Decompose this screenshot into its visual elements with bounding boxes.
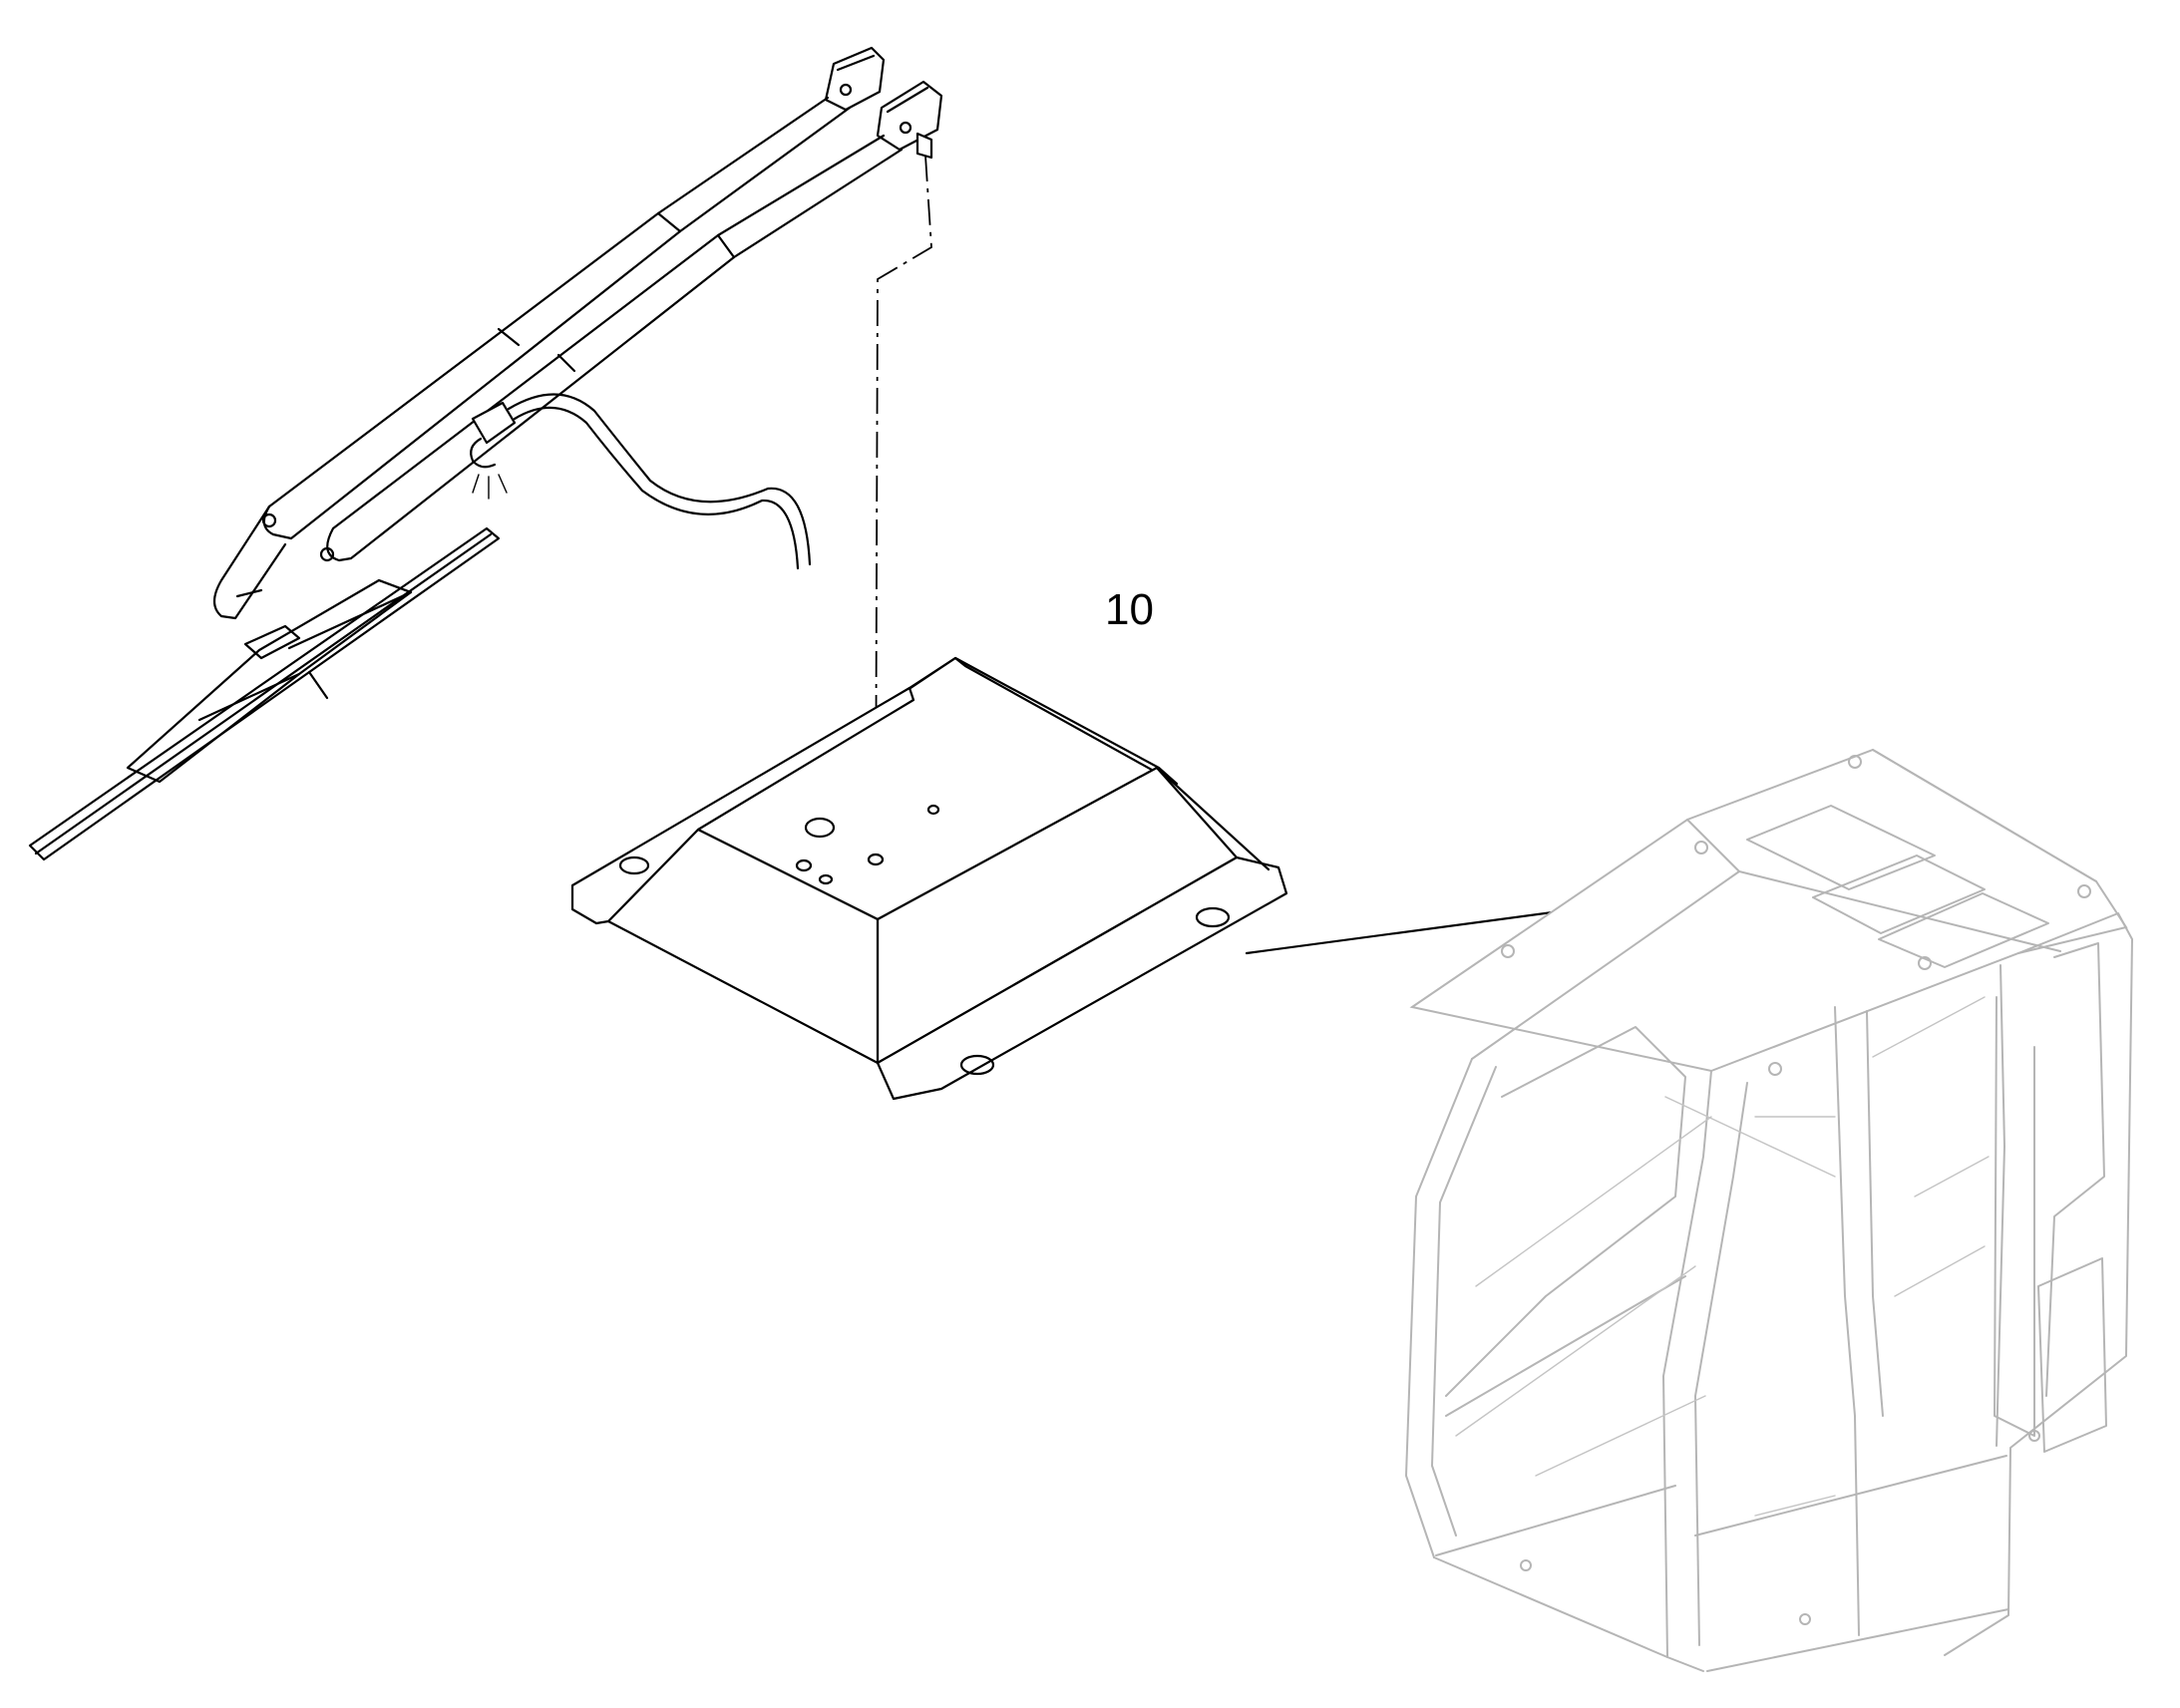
operator-cab (1405, 748, 2133, 1672)
callout-label-10: 10 (1105, 585, 1154, 634)
wiper-blade (28, 526, 501, 861)
alignment-line (875, 155, 932, 864)
wiper-arm-lower (319, 80, 943, 570)
wiper-assembly (28, 46, 943, 861)
wiper-arm-upper (212, 46, 886, 620)
mounting-bracket (570, 656, 1288, 1101)
